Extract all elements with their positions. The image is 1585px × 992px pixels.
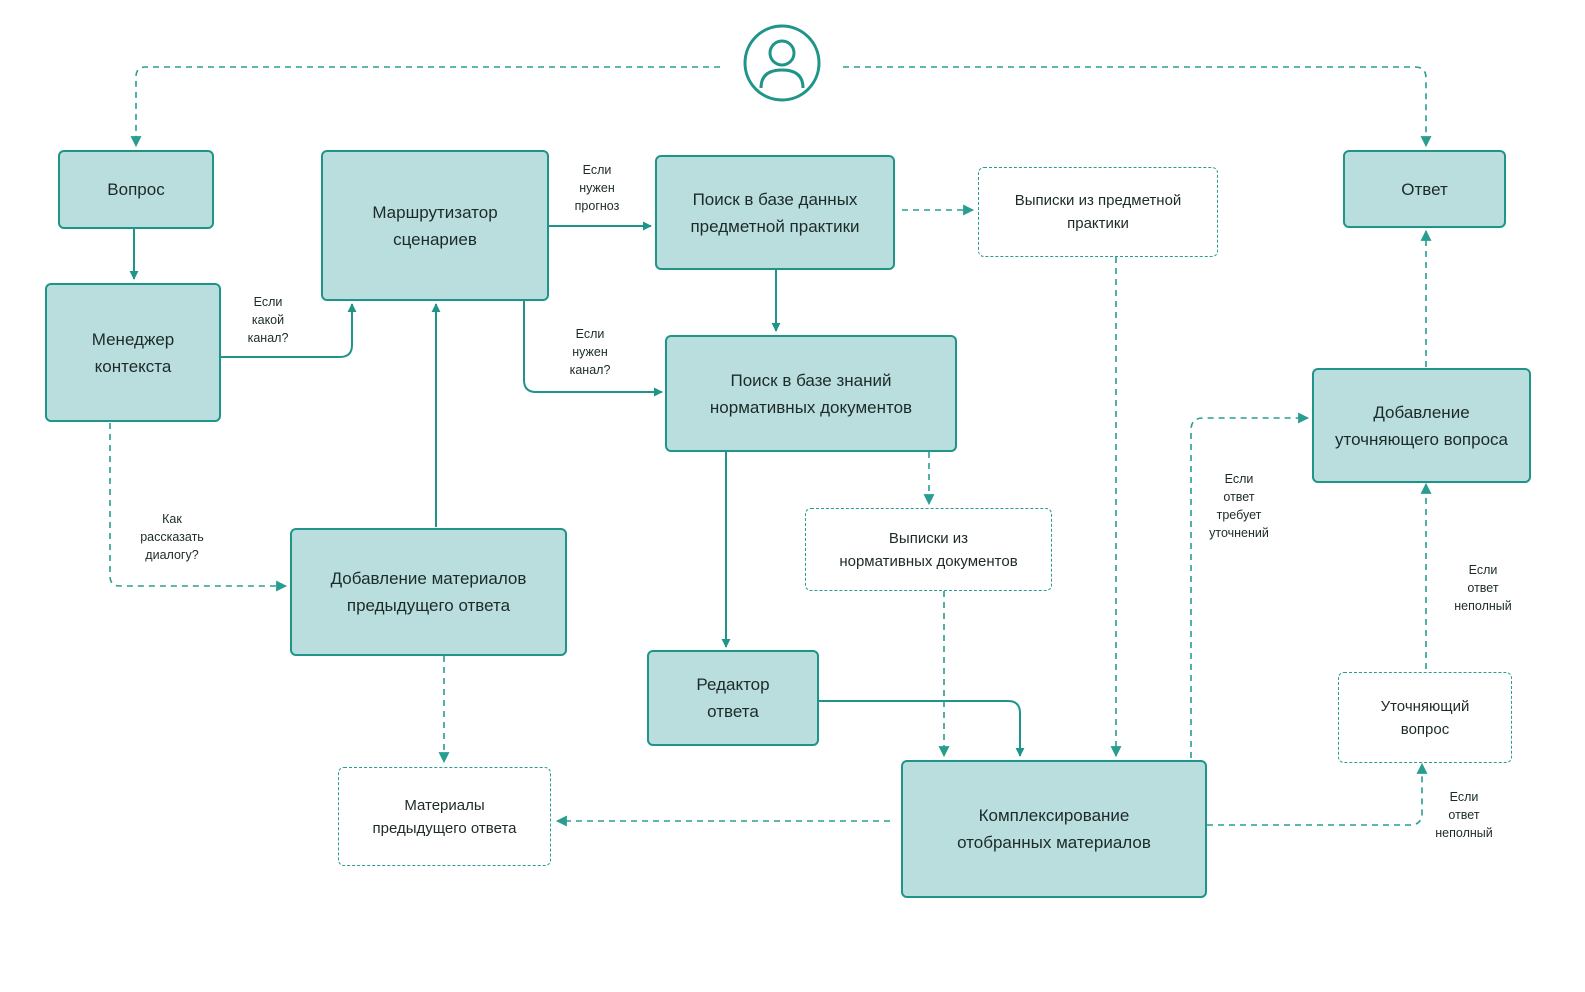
note-nepolny-upper: Если ответ неполный bbox=[1454, 563, 1512, 613]
node-vypiski-praktiki[interactable]: Выписки из предметной практики bbox=[978, 167, 1218, 257]
node-vypiski-pr-label: Выписки из предметной практики bbox=[1014, 192, 1182, 232]
edge-kompleks-dobavlenie-vopr bbox=[1190, 412, 1310, 758]
edge-user-otvet bbox=[843, 66, 1432, 148]
node-materialy-label: Материалы предыдущего ответа bbox=[372, 796, 517, 837]
node-vopros-label: Вопрос bbox=[107, 180, 165, 199]
node-dobavlenie-mat-label: Добавление материалов предыдущего ответа bbox=[330, 569, 527, 615]
note-nuzhen-kanal: Если нужен канал? bbox=[569, 327, 611, 377]
node-vypiski-nd[interactable]: Выписки из нормативных документов bbox=[805, 508, 1052, 591]
node-vypiski-nd-label: Выписки из нормативных документов bbox=[839, 529, 1018, 570]
node-materialy[interactable]: Материалы предыдущего ответа bbox=[338, 767, 551, 866]
node-kompleksirovanie[interactable]: Комплексирование отобранных материалов bbox=[901, 760, 1207, 898]
node-otvet[interactable]: Ответ bbox=[1343, 150, 1506, 228]
node-utoch-label: Уточняющий вопрос bbox=[1380, 697, 1470, 738]
node-redaktor[interactable]: Редактор ответа bbox=[647, 650, 819, 746]
edge-kompleks-utoch bbox=[1207, 762, 1428, 826]
edge-menedzher-dobavlenie bbox=[109, 423, 288, 592]
node-marshrutizator[interactable]: Маршрутизатор сценариев bbox=[321, 150, 549, 301]
edge-user-vopros bbox=[130, 66, 720, 148]
note-kak-rasskazat: Как рассказать диалогу? bbox=[140, 512, 204, 562]
node-vopros[interactable]: Вопрос bbox=[58, 150, 214, 229]
user-icon bbox=[743, 24, 821, 102]
note-kakoy-kanal: Если какой канал? bbox=[247, 295, 289, 345]
node-poisk-bd[interactable]: Поиск в базе данных предметной практики bbox=[655, 155, 895, 270]
note-nuzhen-prognoz: Если нужен прогноз bbox=[574, 163, 620, 213]
node-utochnyayushchiy-vopros[interactable]: Уточняющий вопрос bbox=[1338, 672, 1512, 763]
note-trebuet-utochneniy: Если ответ требует уточнений bbox=[1209, 472, 1269, 540]
node-poisk-bz[interactable]: Поиск в базе знаний нормативных документ… bbox=[665, 335, 957, 452]
node-redaktor-label: Редактор ответа bbox=[696, 675, 770, 721]
node-poisk-bz-label: Поиск в базе знаний нормативных документ… bbox=[709, 370, 913, 417]
node-otvet-label: Ответ bbox=[1401, 179, 1448, 199]
node-dobavlenie-materialov[interactable]: Добавление материалов предыдущего ответа bbox=[290, 528, 567, 656]
node-marshrut-label: Маршрутизатор сценариев bbox=[372, 202, 498, 249]
note-nepolny-lower: Если ответ неполный bbox=[1435, 790, 1493, 840]
edge-redaktor-kompleks bbox=[819, 700, 1025, 757]
node-menedzher-label: Менеджер контекста bbox=[91, 329, 175, 376]
node-menedzher-konteksta[interactable]: Менеджер контекста bbox=[45, 283, 221, 422]
node-dobavlenie-voprosa[interactable]: Добавление уточняющего вопроса bbox=[1312, 368, 1531, 483]
node-kompleks-label: Комплексирование отобранных материалов bbox=[957, 806, 1151, 852]
node-poisk-bd-label: Поиск в базе данных предметной практики bbox=[690, 189, 860, 236]
edge-marshrut-poisk-bz bbox=[523, 300, 663, 397]
edge-menedzher-marshrut bbox=[220, 303, 357, 358]
node-dobavlenie-vopr-label: Добавление уточняющего вопроса bbox=[1335, 402, 1508, 449]
